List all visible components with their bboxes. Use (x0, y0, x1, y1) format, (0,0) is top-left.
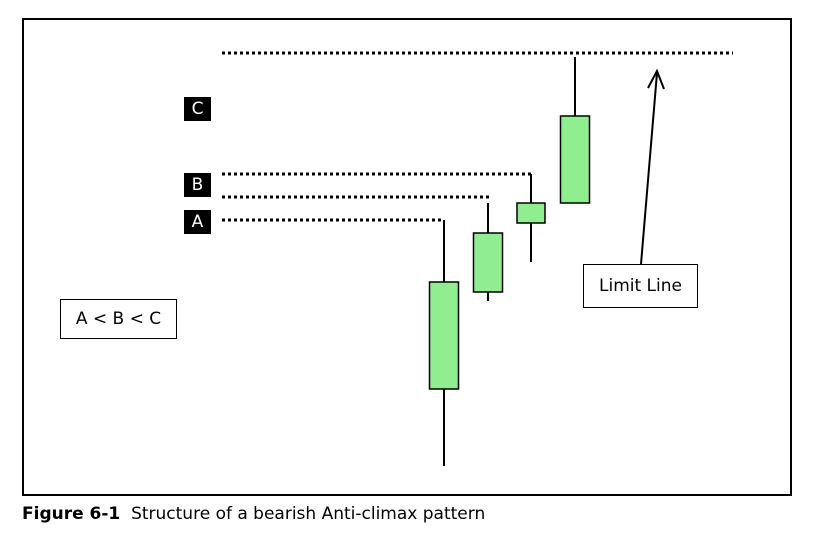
relation-text: A < B < C (75, 309, 162, 329)
relation-box: A < B < C (60, 299, 177, 339)
level-c-badge: C (184, 97, 211, 121)
candle-3-body (516, 202, 546, 224)
limit-line-label: Limit Line (599, 276, 682, 296)
candle-1-body (428, 281, 460, 390)
level-a-badge: A (184, 210, 211, 234)
level-b-badge: B (184, 173, 211, 197)
figure-caption: Figure 6-1 Structure of a bearish Anti-c… (22, 504, 485, 524)
limit-arrow-head (647, 68, 665, 90)
limit-arrow-shaft (640, 72, 658, 265)
diagram-frame (22, 18, 792, 496)
limit-line-label-box: Limit Line (583, 264, 698, 308)
caption-label: Figure 6-1 (22, 504, 121, 524)
candle-2-body (472, 232, 504, 293)
caption-text: Structure of a bearish Anti-climax patte… (131, 504, 486, 524)
candle-4-body (559, 115, 591, 204)
